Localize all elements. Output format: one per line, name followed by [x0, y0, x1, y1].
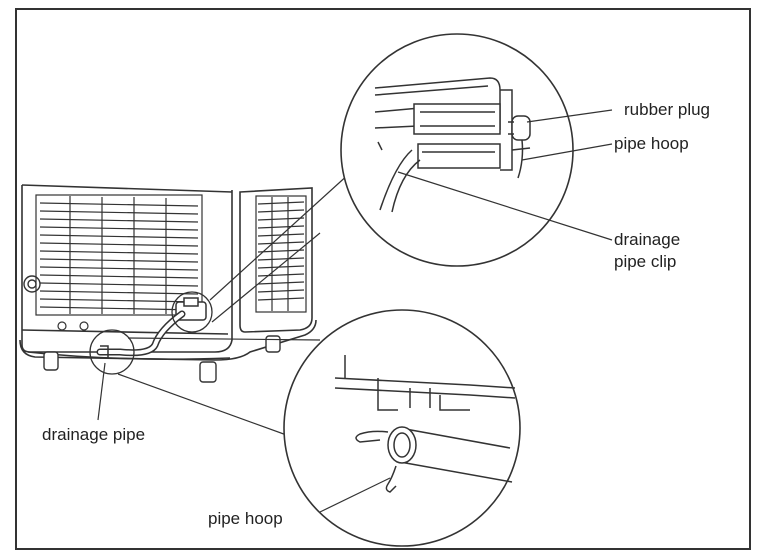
- rear-grille-right: [255, 195, 307, 313]
- screws: [57, 321, 89, 331]
- label-pipe-hoop-top: pipe hoop: [614, 134, 689, 153]
- rear-grille-left: [35, 194, 203, 316]
- air-conditioner-unit: [19, 184, 317, 361]
- callout-spot-bottom: [89, 329, 135, 375]
- label-rubber-plug: rubber plug: [624, 100, 710, 119]
- callout-lines: [117, 172, 351, 438]
- label-drainage-pipe-clip-line1: drainage: [614, 230, 680, 249]
- label-drainage-pipe: drainage pipe: [42, 425, 145, 444]
- side-knob: [23, 275, 41, 293]
- callout-spot-top: [171, 291, 213, 333]
- pipe-clip-small: [100, 345, 109, 359]
- label-drainage-pipe-clip-line2: pipe clip: [614, 252, 676, 271]
- leader-lines: [97, 109, 613, 513]
- detail-circle-bottom: [283, 309, 521, 547]
- caster-wheels: [43, 335, 281, 383]
- label-pipe-hoop-bottom: pipe hoop: [208, 509, 283, 528]
- detail-circle-top: [340, 33, 574, 267]
